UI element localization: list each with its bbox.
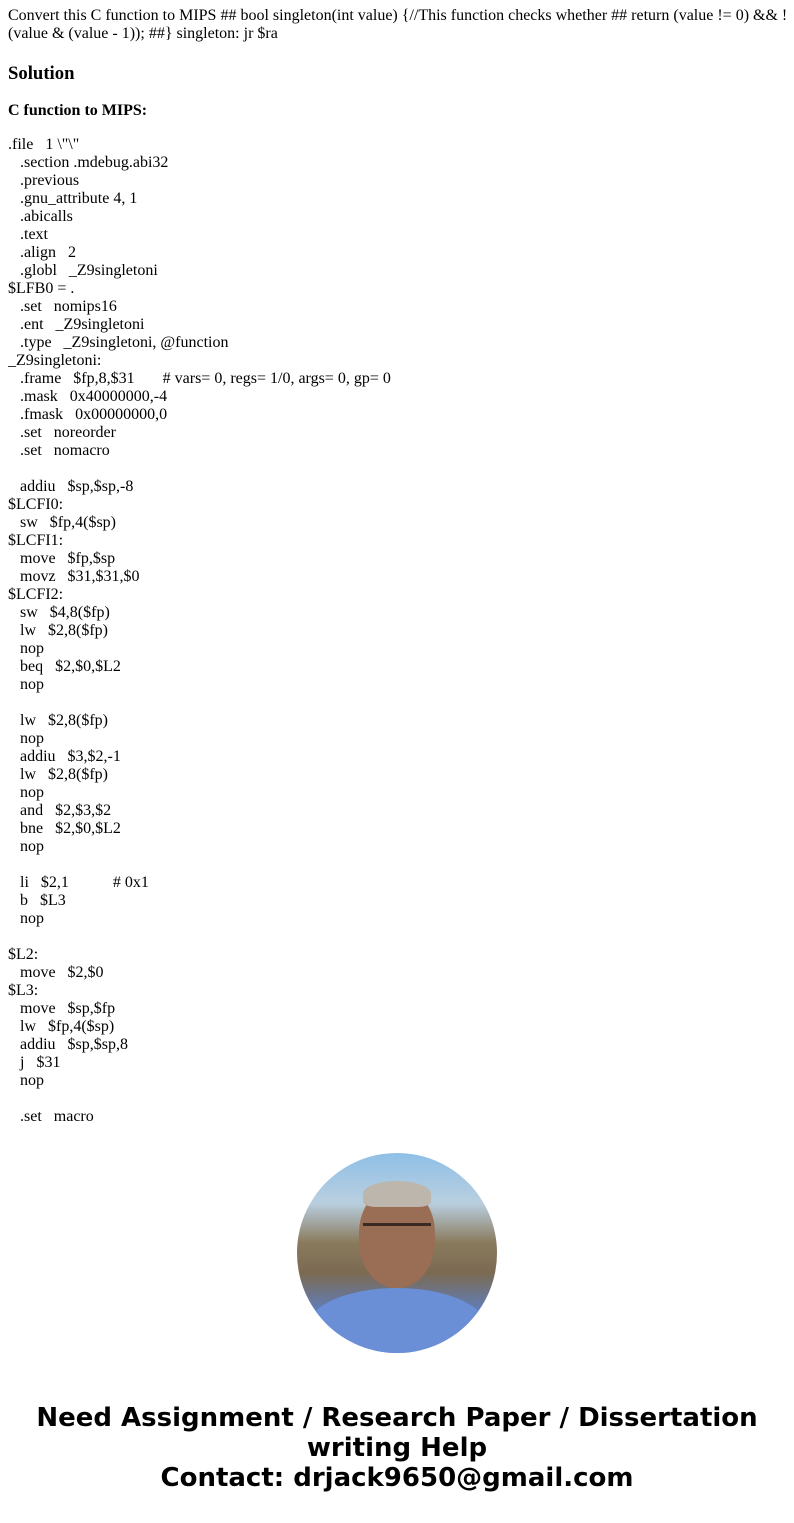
- photo-shirt: [307, 1288, 487, 1353]
- footer-contact: Contact: drjack9650@gmail.com: [160, 1463, 634, 1493]
- question-text: Convert this C function to MIPS ## bool …: [8, 7, 788, 42]
- photo-glasses: [363, 1223, 431, 1240]
- author-photo: [297, 1153, 497, 1353]
- mips-code-block: .file 1 \"\" .section .mdebug.abi32 .pre…: [8, 136, 391, 1122]
- footer-ad: Need Assignment / Research Paper / Disse…: [0, 1403, 794, 1493]
- footer-line-2: writing Help: [306, 1433, 488, 1463]
- footer-line-1: Need Assignment / Research Paper / Disse…: [36, 1403, 758, 1433]
- photo-hair: [363, 1181, 431, 1207]
- solution-heading: Solution: [8, 63, 75, 84]
- subheading: C function to MIPS:: [8, 102, 148, 119]
